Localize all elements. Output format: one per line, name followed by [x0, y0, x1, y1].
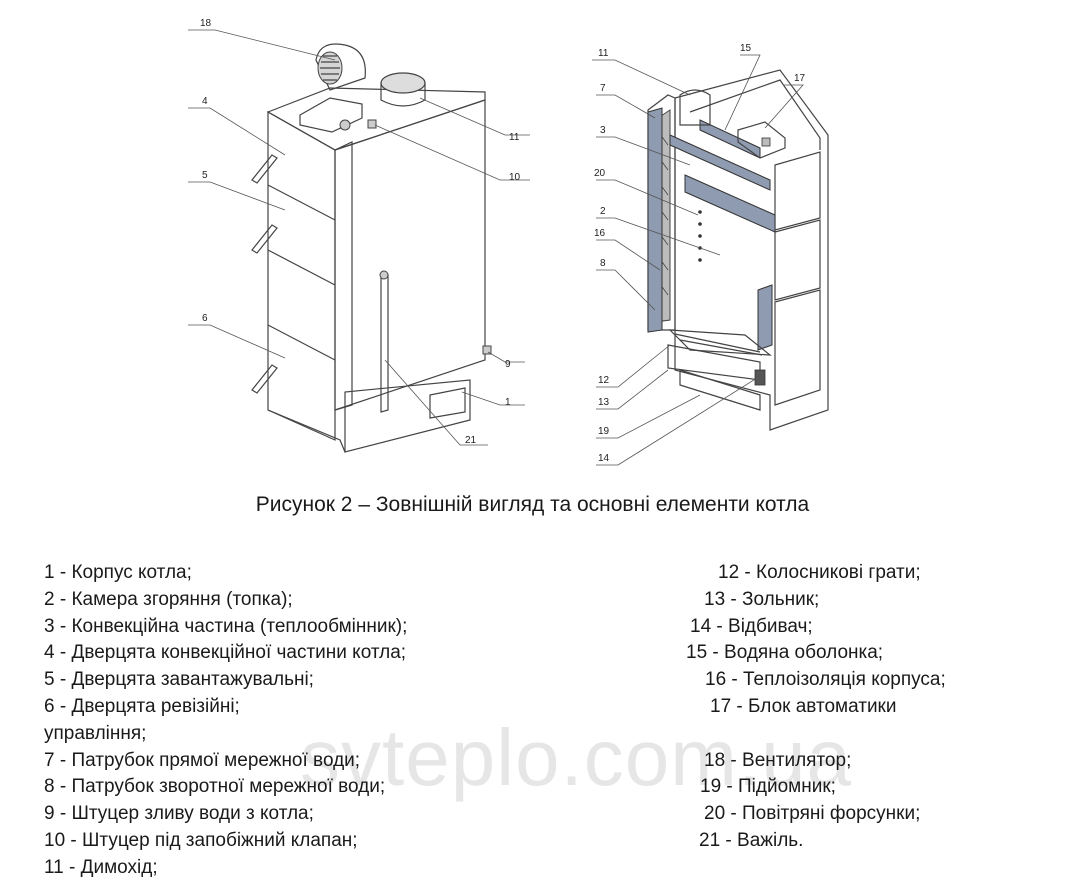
legend-item: 14 - Відбивач; — [690, 615, 813, 637]
legend-item: 9 - Штуцер зливу води з котла; — [44, 803, 314, 825]
legend-item: 19 - Підйомник; — [700, 776, 836, 798]
callout-15-right: 15 — [740, 43, 752, 54]
callout-12-right: 12 — [598, 375, 610, 386]
callout-11-left: 11 — [509, 132, 520, 143]
legend-left-column: 1 - Корпус котла; 2 - Камера згоряння (т… — [44, 560, 407, 882]
callout-19-right: 19 — [598, 426, 610, 437]
callout-14-right: 14 — [598, 453, 610, 464]
legend-item: 11 - Димохід; — [44, 856, 158, 878]
callout-7-right: 7 — [600, 83, 606, 94]
callout-9-left: 9 — [505, 359, 511, 370]
boiler-exterior-drawing — [188, 29, 530, 453]
legend-item: управління; — [44, 722, 147, 744]
callout-8-right: 8 — [600, 258, 606, 269]
legend-item: 13 - Зольник; — [704, 588, 820, 610]
legend-item: 5 - Дверцята завантажувальні; — [44, 669, 314, 691]
callout-17-right: 17 — [794, 73, 806, 84]
callout-21-left: 21 — [465, 435, 477, 446]
legend-item: 16 - Теплоізоляція корпуса; — [705, 669, 946, 691]
legend-right-column: 12 - Колосникові грати; 13 - Зольник; 14… — [686, 560, 946, 855]
legend-item: 21 - Важіль. — [699, 829, 804, 851]
legend-item: 8 - Патрубок зворотної мережної води; — [44, 776, 386, 798]
legend-item: 2 - Камера згоряння (топка); — [44, 588, 293, 610]
callout-6-left: 6 — [202, 313, 208, 324]
legend-item: 12 - Колосникові грати; — [718, 562, 921, 583]
callout-18-left: 18 — [200, 18, 212, 29]
callout-16-right: 16 — [594, 228, 606, 239]
legend-item: 10 - Штуцер під запобіжний клапан; — [44, 829, 358, 851]
legend-item: 4 - Дверцята конвекційної частини котла; — [44, 642, 407, 664]
callout-20-right: 20 — [594, 168, 606, 179]
callout-11-right: 11 — [598, 48, 609, 59]
legend-item: 1 - Корпус котла; — [44, 562, 192, 583]
boiler-diagram: 18 4 5 6 11 10 9 1 21 — [188, 18, 829, 466]
callout-4-left: 4 — [202, 96, 208, 107]
legend-item: 15 - Водяна оболонка; — [686, 642, 884, 664]
callout-10-left: 10 — [509, 172, 521, 183]
callout-1-left: 1 — [505, 397, 511, 408]
callout-2-right: 2 — [600, 206, 606, 217]
legend-item: 20 - Повітряні форсунки; — [704, 803, 921, 825]
callout-5-left: 5 — [202, 170, 208, 181]
figure-caption: Рисунок 2 – Зовнішній вигляд та основні … — [255, 493, 810, 516]
callout-3-right: 3 — [600, 125, 606, 136]
callout-13-right: 13 — [598, 397, 610, 408]
legend-item: 18 - Вентилятор; — [704, 749, 852, 771]
legend-item: 6 - Дверцята ревізійні; — [44, 695, 240, 717]
boiler-cutaway-drawing — [592, 54, 829, 466]
legend-item: 17 - Блок автоматики — [710, 695, 897, 717]
watermark: svteplo.com.ua — [300, 713, 853, 802]
legend-item: 7 - Патрубок прямої мережної води; — [44, 749, 361, 771]
legend-item: 3 - Конвекційна частина (теплообмінник); — [44, 615, 408, 637]
